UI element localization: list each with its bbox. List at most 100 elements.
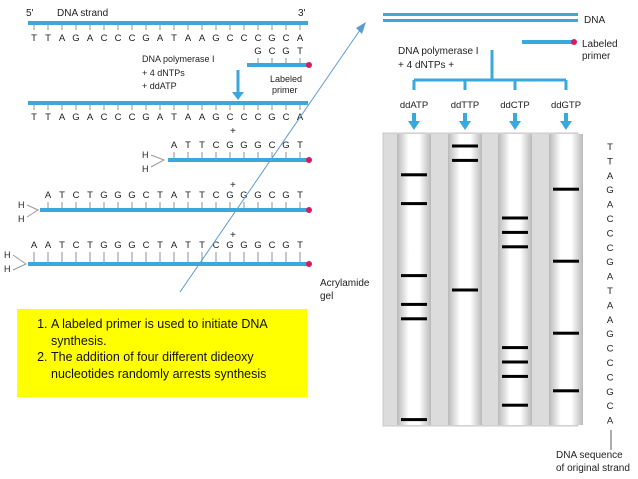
gel-band <box>452 288 478 292</box>
base-letter: C <box>241 112 248 123</box>
base-letter: A <box>185 112 192 123</box>
base-letter: A <box>59 112 66 123</box>
base-letter: C <box>213 190 220 201</box>
lane-arrow-head <box>408 121 420 130</box>
sequence-letter: C <box>607 344 614 355</box>
gel-band <box>553 259 579 263</box>
base-letter: A <box>45 190 52 201</box>
base-letter: T <box>199 140 205 151</box>
base-letter: T <box>45 33 51 44</box>
dna-label: DNA <box>584 15 605 26</box>
base-letter: G <box>142 112 149 123</box>
sequence-letter: A <box>607 300 614 311</box>
base-letter: C <box>129 112 136 123</box>
gel-label: gel <box>320 291 333 302</box>
base-letter: G <box>240 240 247 251</box>
reagent-line: DNA polymerase I <box>398 46 479 57</box>
reagent-bracket <box>412 50 568 90</box>
product-label-dot <box>306 261 312 267</box>
notes-list: A labeled primer is used to initiate DNA… <box>25 316 299 382</box>
sequence-letter: C <box>607 401 614 412</box>
sequence-letter: A <box>607 272 614 283</box>
base-letter: C <box>143 190 150 201</box>
lane-arrow-head <box>560 121 572 130</box>
note-item: A labeled primer is used to initiate DNA… <box>51 316 299 349</box>
gel-band <box>502 374 528 378</box>
base-letter: C <box>227 112 234 123</box>
product-label-dot <box>306 157 312 163</box>
base-letter: C <box>283 33 290 44</box>
base-letter: C <box>283 112 290 123</box>
sequence-letter: A <box>607 416 614 427</box>
pointer-line <box>179 29 361 293</box>
labeled-primer-bar <box>522 40 572 44</box>
labeled-primer-label: Labeled <box>270 74 302 84</box>
base-letter: G <box>268 33 275 44</box>
strand-label: DNA strand <box>57 8 108 19</box>
base-letter: G <box>254 46 261 57</box>
base-letter: C <box>255 112 262 123</box>
gel-band <box>502 360 528 364</box>
base-letter: A <box>157 112 164 123</box>
reagent-line: DNA polymerase I <box>142 54 215 64</box>
labeled-primer-label: Labeled <box>582 39 618 50</box>
base-letter: G <box>114 240 121 251</box>
sequence-letter: C <box>607 228 614 239</box>
base-letter: C <box>115 112 122 123</box>
base-letter: G <box>282 240 289 251</box>
sequence-letter: C <box>607 214 614 225</box>
base-letter: C <box>129 33 136 44</box>
gel-band <box>401 173 427 177</box>
gel-lane <box>498 134 532 425</box>
product-bar <box>28 262 308 266</box>
gel-band <box>502 230 528 234</box>
base-letter: G <box>268 112 275 123</box>
base-letter: G <box>212 112 219 123</box>
h-label: H <box>18 200 25 210</box>
base-letter: T <box>185 240 191 251</box>
base-letter: T <box>185 190 191 201</box>
base-letter: G <box>100 190 107 201</box>
primer-label-dot <box>306 62 312 68</box>
base-letter: G <box>100 240 107 251</box>
labeled-primer-label: primer <box>272 85 298 95</box>
base-letter: G <box>128 240 135 251</box>
gel-band <box>502 216 528 220</box>
base-letter: G <box>240 140 247 151</box>
base-letter: T <box>87 190 93 201</box>
base-letter: T <box>157 240 163 251</box>
base-letter: A <box>87 112 94 123</box>
base-letter: G <box>254 240 261 251</box>
base-letter: G <box>114 190 121 201</box>
base-letter: G <box>226 240 233 251</box>
plus-sign: + <box>230 180 236 191</box>
base-letter: T <box>87 240 93 251</box>
h-label: H <box>4 250 11 260</box>
pointer-arrowhead <box>356 22 366 34</box>
base-letter: G <box>142 33 149 44</box>
base-letter: T <box>171 112 177 123</box>
base-letter: T <box>171 33 177 44</box>
sequence-letter: G <box>606 257 613 268</box>
gel-band <box>401 202 427 206</box>
base-letter: G <box>226 190 233 201</box>
sequence-caption: DNA sequence <box>556 450 623 461</box>
base-letter: G <box>72 112 79 123</box>
labeled-primer-label: primer <box>582 51 611 62</box>
template-strand-bar <box>28 101 308 105</box>
base-letter: C <box>73 240 80 251</box>
lane-title: ddGTP <box>551 100 581 111</box>
gel-label: Acrylamide <box>320 278 370 289</box>
h-label: H <box>142 164 149 174</box>
base-letter: C <box>241 33 248 44</box>
base-letter: A <box>199 33 206 44</box>
base-letter: C <box>73 190 80 201</box>
base-letter: T <box>59 190 65 201</box>
lane-title: ddATP <box>400 100 428 111</box>
lane-arrows <box>408 113 572 130</box>
base-letter: G <box>254 190 261 201</box>
